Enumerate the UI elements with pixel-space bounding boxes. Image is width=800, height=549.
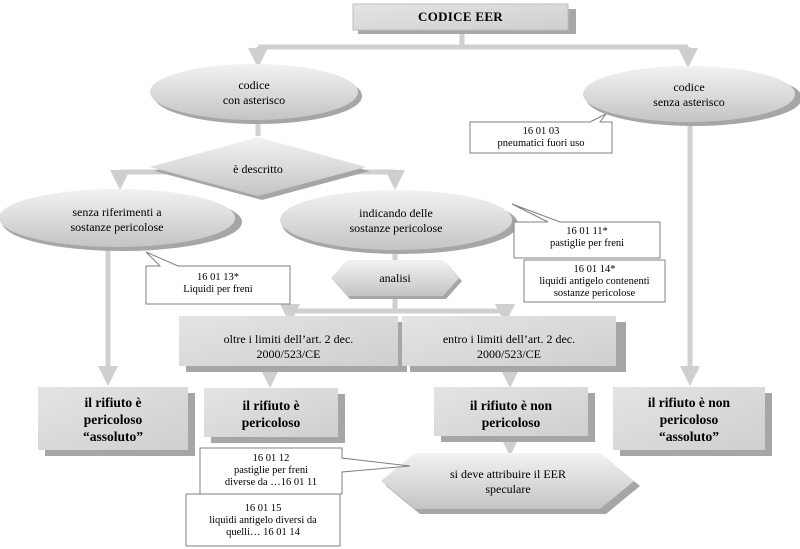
described-diamond [150,137,370,200]
callout-brake-pads-other-line-1: pastiglie per freni [233,465,309,476]
hazardous-label: il rifiuto è pericoloso [204,397,338,431]
callout-antifreeze-shape [523,259,666,303]
callout-antifreeze-other-line-2: quelli… 16 01 14 [226,527,300,538]
without-asterisk-line-1: codice [673,80,705,94]
mirror-line-1: si deve attribuire il EER [450,467,566,481]
callout-brake-pads: 16 01 11* pastiglie per freni [514,226,660,250]
non-hazardous-line-1: il rifiuto è non [469,398,553,413]
with-asterisk-label: codice con asterisco [150,78,358,108]
title-box [352,3,576,34]
mirror-hexagon [381,453,640,514]
callout-antifreeze-other: 16 01 15 liquidi antigelo diversi da que… [186,503,340,539]
hazardous-line-1: il rifiuto è [242,398,300,413]
callout-brake-pads-other: 16 01 12 pastiglie per freni diverse da … [200,453,342,489]
absolute-non-hazardous-box [613,387,772,456]
over-limits-label: oltre i limiti dell’art. 2 dec. 2000/523… [179,332,398,362]
with-asterisk-line-1: codice [238,78,270,92]
callout-antifreeze: 16 01 14* liquidi antigelo contenenti so… [524,264,665,300]
indicating-ellipse [280,190,518,254]
callout-tyres: 16 01 03 pneumatici fuori uso [470,126,612,150]
absolute-hazardous-label: il rifiuto è pericoloso “assoluto” [38,394,188,445]
non-hazardous-label: il rifiuto è non pericoloso [434,397,588,431]
callout-brake-fluids-text: Liquidi per freni [183,284,253,295]
callout-tyres-text: pneumatici fuori uso [497,138,585,149]
absolute-hazardous-line-1: il rifiuto è [84,395,142,410]
absolute-non-hazardous-label: il rifiuto è non pericoloso “assoluto” [613,394,765,445]
callout-brake-fluids: 16 01 13* Liquidi per freni [146,272,290,296]
callout-tyres-shape [469,113,613,154]
described-label: è descritto [233,162,283,176]
callout-antifreeze-line-2: sostanze pericolose [553,288,636,299]
mirror-label: si deve attribuire il EER speculare [390,467,626,497]
callout-antifreeze-other-line-1: liquidi antigelo diversi da [209,515,317,526]
over-limits-box [179,316,407,372]
without-asterisk-ellipse [583,66,800,126]
within-limits-line-2: 2000/523/CE [476,347,541,361]
indicating-line-1: indicando delle [359,206,433,220]
absolute-non-hazardous-line-2: pericoloso [659,412,719,427]
callout-brake-pads-other-line-2: diverse da …16 01 11 [224,477,318,488]
callout-antifreeze-line-1: liquidi antigelo contenenti [539,276,650,287]
mirror-line-2: speculare [485,482,531,496]
non-hazardous-line-2: pericoloso [481,415,541,430]
hazardous-box [204,388,345,443]
analysis-label: analisi [379,271,411,285]
callout-brake-pads-shape [511,203,661,259]
within-limits-line-1: entro i limiti dell’art. 2 dec. [442,332,576,346]
hazardous-line-2: pericoloso [241,415,301,430]
diagram-title: CODICE EER [418,9,503,24]
with-asterisk-ellipse [150,64,362,124]
callout-tyres-code: 16 01 03 [522,126,560,137]
analysis-hexagon [331,260,462,299]
no-reference-ellipse [0,189,242,251]
no-reference-label: senza riferimenti a sostanze pericolose [0,205,234,235]
non-hazardous-box [434,387,595,442]
callout-brake-pads-code: 16 01 11* [566,226,608,237]
indicating-label: indicando delle sostanze pericolose [280,206,512,236]
absolute-hazardous-line-3: “assoluto” [82,429,143,444]
over-limits-line-1: oltre i limiti dell’art. 2 dec. [223,332,354,346]
callouts [145,113,666,547]
callout-antifreeze-code: 16 01 14* [573,264,616,275]
callout-brake-pads-text: pastiglie per freni [549,238,625,249]
absolute-non-hazardous-line-3: “assoluto” [658,429,719,444]
absolute-hazardous-line-2: pericoloso [83,412,143,427]
callout-brake-fluids-code: 16 01 13* [197,272,239,283]
no-reference-line-2: sostanze pericolose [70,220,164,234]
callout-antifreeze-other-code: 16 01 15 [244,503,282,514]
callout-brake-fluids-shape [145,251,291,305]
absolute-hazardous-box [38,387,195,456]
indicating-line-2: sostanze pericolose [349,221,443,235]
callout-antifreeze-other-shape [185,493,341,547]
no-reference-line-1: senza riferimenti a [72,205,162,219]
within-limits-box [402,316,626,372]
without-asterisk-label: codice senza asterisco [584,80,794,110]
with-asterisk-line-2: con asterisco [222,93,286,107]
without-asterisk-line-2: senza asterisco [653,95,725,109]
callout-brake-pads-other-code: 16 01 12 [252,453,290,464]
within-limits-label: entro i limiti dell’art. 2 dec. 2000/523… [402,332,616,362]
absolute-non-hazardous-line-1: il rifiuto è non [647,395,731,410]
over-limits-line-2: 2000/523/CE [256,347,321,361]
